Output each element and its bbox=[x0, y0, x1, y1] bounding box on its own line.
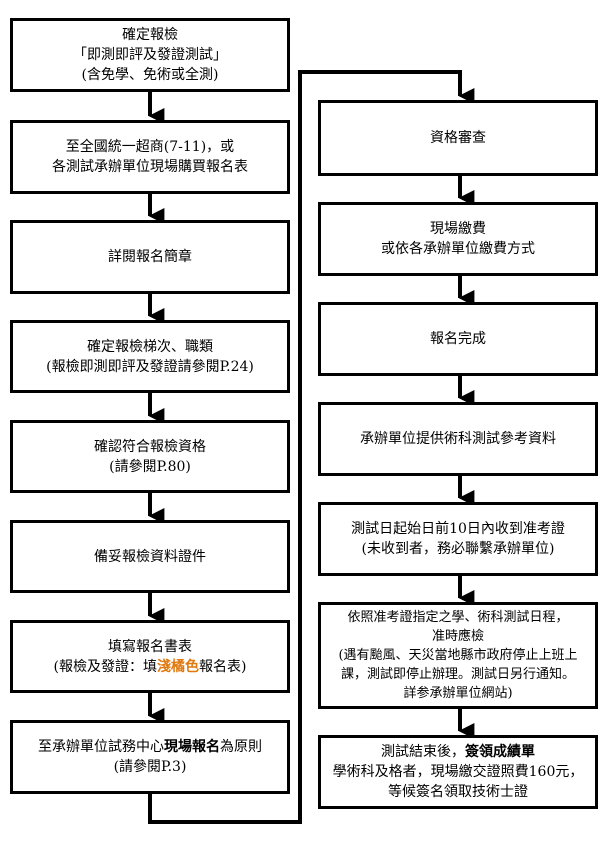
step-text: 准時應檢 bbox=[431, 629, 484, 644]
step-text: (含免學、免術或全測) bbox=[81, 67, 219, 83]
step-read-guide: 詳閱報名簡章 bbox=[10, 220, 290, 294]
step-prepare-documents: 備妥報檢資料證件 bbox=[10, 520, 290, 593]
step-text: (遇有颱風、天災當地縣市政府停止上班上 bbox=[338, 648, 578, 663]
step-attend-test: 依照准考證指定之學、術科測試日程， 准時應檢 (遇有颱風、天災當地縣市政府停止上… bbox=[318, 602, 598, 709]
step-check-eligibility: 確認符合報檢資格 (請參閱P.80) bbox=[10, 420, 290, 493]
step-fill-form: 填寫報名書表 (報檢及發證：填淺橘色報名表) bbox=[10, 620, 290, 693]
step-text: 填寫報名書表 bbox=[108, 638, 192, 655]
step-text: 「即測即評及發證測試」 bbox=[73, 47, 227, 63]
step-text: 詳参承辦單位網站) bbox=[403, 686, 513, 701]
step-buy-form: 至全國統一超商(7-11)，或 各測試承辦單位現場購買報名表 bbox=[10, 120, 290, 194]
step-confirm-registration: 確定報檢 「即測即評及發證測試」 (含免學、免術或全測) bbox=[10, 18, 290, 92]
step-text: 詳閱報名簡章 bbox=[108, 249, 192, 265]
step-registration-complete: 報名完成 bbox=[318, 302, 598, 376]
bold-text: 現場報名 bbox=[164, 739, 220, 755]
step-text: (報檢即測即評及發證請參閱P.24) bbox=[46, 358, 254, 375]
step-confirm-session: 確定報檢梯次、職類 (報檢即測即評及發證請參閱P.24) bbox=[10, 320, 290, 393]
step-text: 依照准考證指定之學、術科測試日程， bbox=[347, 610, 569, 625]
step-text: (報檢及發證：填淺橘色報名表) bbox=[54, 657, 247, 677]
step-admission-ticket: 測試日起始日前10日內收到准考證 (未收到者，務必聯繫承辦單位) bbox=[318, 502, 598, 576]
highlight-orange-text: 淺橘色 bbox=[157, 658, 199, 675]
step-text: 資格審查 bbox=[430, 130, 486, 146]
step-text: (請參閱P.80) bbox=[109, 458, 191, 475]
step-text-part: 測試結束後， bbox=[381, 744, 465, 760]
step-text: 課，測試即停止辦理。測試日另行通知。 bbox=[340, 667, 575, 682]
bold-text: 簽領成績單 bbox=[465, 744, 535, 760]
step-text: 現場繳費 bbox=[430, 221, 486, 237]
step-text: (未收到者，務必聯繫承辦單位) bbox=[361, 541, 555, 557]
step-text: 測試結束後，簽領成績單 bbox=[381, 742, 535, 762]
step-text: 測試日起始日前10日內收到准考證 bbox=[351, 521, 565, 537]
connector-left-to-right bbox=[148, 70, 475, 824]
step-text: (請參閱P.3) bbox=[113, 759, 187, 775]
step-text: 確認符合報檢資格 bbox=[94, 438, 206, 455]
step-text: 確定報檢梯次、職類 bbox=[87, 338, 213, 355]
step-text: 至承辦單位試務中心現場報名為原則 bbox=[38, 737, 262, 757]
step-after-test: 測試結束後，簽領成績單 學術科及格者，現場繳交證照費160元， 等候簽名領取技術… bbox=[318, 735, 598, 809]
step-text: 或依各承辦單位繳費方式 bbox=[381, 241, 535, 257]
step-text-part: 為原則 bbox=[220, 739, 262, 755]
step-text: 等候簽名領取技術士證 bbox=[388, 784, 528, 800]
step-text: 承辦單位提供術科測試參考資料 bbox=[360, 431, 556, 447]
step-text: 確定報檢 bbox=[122, 27, 178, 43]
step-text-part: 至承辦單位試務中心 bbox=[38, 739, 164, 755]
step-text: 各測試承辦單位現場購買報名表 bbox=[52, 159, 248, 175]
step-payment: 現場繳費 或依各承辦單位繳費方式 bbox=[318, 202, 598, 276]
step-text: 備妥報檢資料證件 bbox=[94, 548, 206, 565]
step-text-part: (報檢及發證：填 bbox=[53, 658, 157, 675]
step-text: 報名完成 bbox=[430, 331, 486, 347]
step-reference-materials: 承辦單位提供術科測試參考資料 bbox=[318, 402, 598, 476]
step-text: 至全國統一超商(7-11)，或 bbox=[65, 139, 235, 155]
step-text: 學術科及格者，現場繳交證照費160元， bbox=[332, 764, 584, 780]
step-qualification-review: 資格審查 bbox=[318, 100, 598, 176]
step-text-part: 報名表) bbox=[199, 658, 247, 675]
step-register-onsite: 至承辦單位試務中心現場報名為原則 (請參閱P.3) bbox=[10, 720, 290, 794]
